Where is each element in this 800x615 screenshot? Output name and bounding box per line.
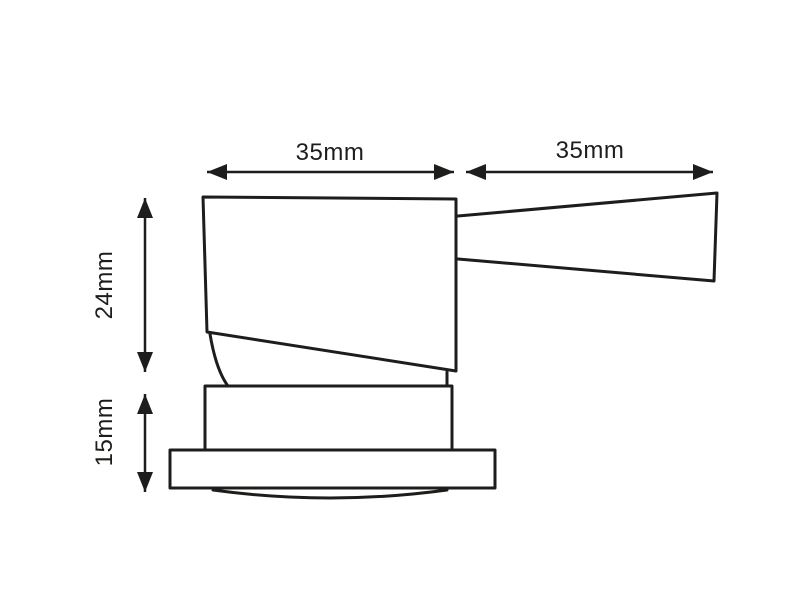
valve-body-outline [201,195,458,373]
dimension-label-side-lower: 15mm [91,398,118,467]
base-plate-outline [168,448,497,490]
dimension-label-side-upper: 24mm [91,251,118,320]
dimension-label-top-left: 35mm [296,139,365,166]
mounting-block-outline [203,384,454,452]
lever-handle-outline [456,191,719,283]
bottom-flange-curve [211,488,449,500]
neck-left-curve [208,332,230,388]
dimension-label-top-right: 35mm [556,137,625,164]
